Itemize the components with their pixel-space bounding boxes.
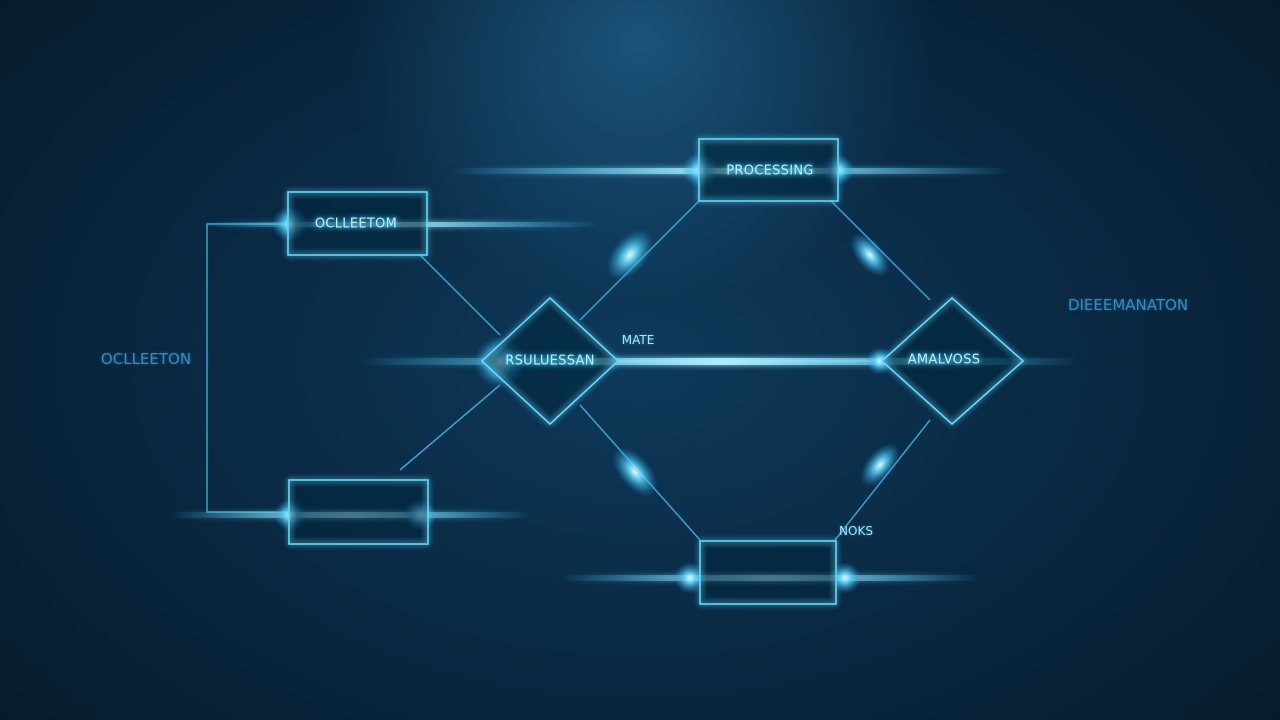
flare-3	[612, 446, 658, 498]
analysis-diamond-label: AMALVOSS	[907, 352, 981, 368]
decision-diamond	[480, 296, 620, 426]
flare-lower-middle-r	[829, 562, 861, 594]
streak-middle	[360, 358, 1080, 365]
lower-left-box	[288, 479, 429, 545]
analysis-diamond	[880, 296, 1025, 426]
lower-middle-box	[699, 540, 837, 605]
diagram-nodes	[287, 138, 1025, 605]
right-side-label: DIEEEMANATON	[1067, 296, 1189, 314]
edge-label-top: MATE	[621, 333, 655, 347]
flare-1	[606, 229, 654, 281]
collection-box-label: OCLLEETOM	[314, 216, 398, 232]
flare-2	[850, 233, 890, 277]
edge-label-bottom: NOKS	[839, 524, 873, 538]
decision-diamond-label: RSULUESSAN	[505, 353, 595, 369]
left-side-label: OCLLEETON	[100, 350, 192, 368]
edge-collection-to-decision	[419, 254, 501, 336]
flare-lower-middle-l	[674, 562, 706, 594]
flare-analysis	[866, 347, 894, 375]
flare-4	[860, 443, 900, 487]
collection-box	[287, 191, 428, 256]
processing-box	[698, 138, 839, 202]
processing-box-label: PROCESSING	[726, 163, 814, 179]
edge-lower-left-to-decision	[399, 384, 501, 471]
left-bracket-line	[206, 223, 288, 513]
